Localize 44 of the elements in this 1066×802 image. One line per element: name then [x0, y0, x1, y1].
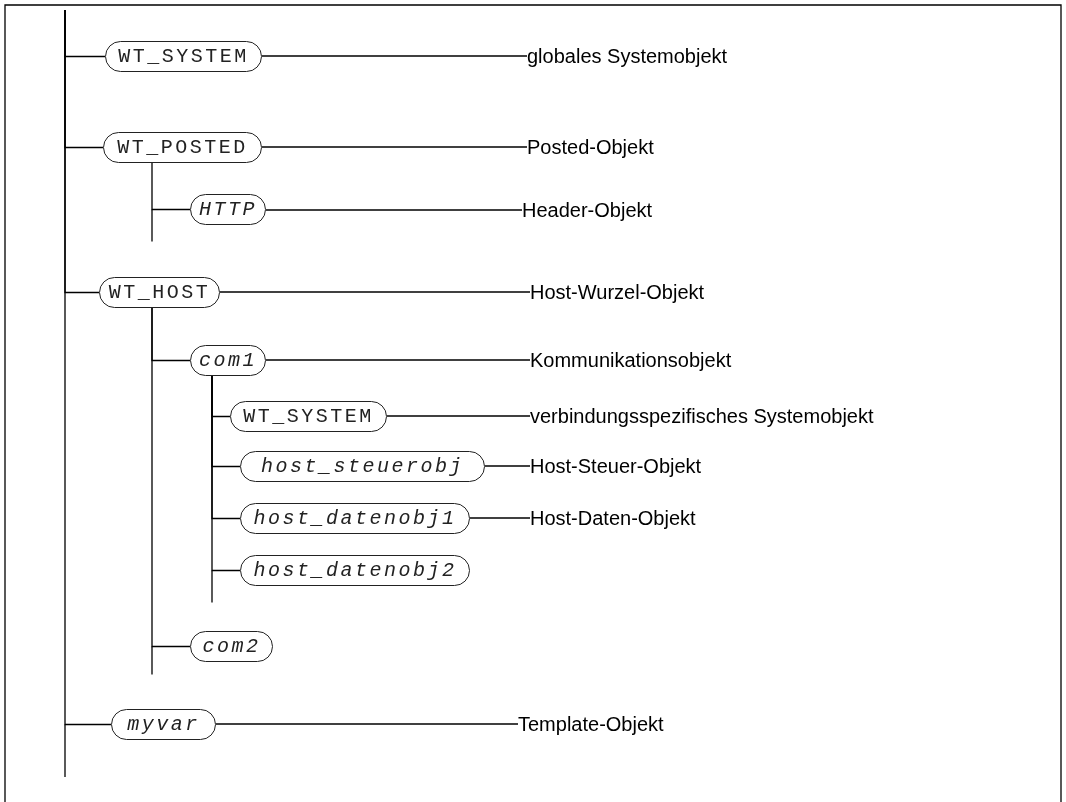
object-pill	[230, 401, 387, 432]
object-name: HTTP	[199, 198, 257, 221]
object-pill	[103, 132, 262, 163]
tree-line	[151, 162, 191, 211]
tree-line	[211, 375, 241, 572]
object-name: WT_SYSTEM	[243, 405, 374, 428]
leader-line	[215, 723, 519, 725]
object-pill	[190, 194, 266, 225]
object-pill	[240, 451, 485, 482]
object-name: WT_POSTED	[117, 136, 248, 159]
leader-line	[219, 291, 531, 293]
object-pill	[240, 555, 470, 586]
leader-line	[484, 465, 531, 467]
description-text: Posted-Objekt	[527, 135, 654, 159]
object-name: WT_SYSTEM	[118, 45, 249, 68]
object-name: host_datenobj2	[253, 559, 457, 582]
object-name: host_datenobj1	[253, 507, 457, 530]
description-text: Header-Objekt	[522, 198, 653, 222]
description-text: Template-Objekt	[518, 712, 664, 736]
description-text: Host-Wurzel-Objekt	[530, 280, 705, 304]
leader-line	[261, 146, 528, 148]
description-text: Host-Daten-Objekt	[530, 506, 696, 530]
object-name: com2	[202, 635, 261, 658]
object-pill	[99, 277, 220, 308]
object-pill	[190, 631, 273, 662]
tree-line	[151, 307, 191, 648]
description-text: globales Systemobjekt	[527, 44, 728, 68]
description-text: verbindungsspezifisches Systemobjekt	[530, 404, 874, 428]
object-name: myvar	[127, 713, 200, 736]
leader-line	[265, 209, 523, 211]
object-name: WT_HOST	[108, 281, 211, 304]
description-text: Kommunikationsobjekt	[530, 348, 732, 372]
object-pill	[190, 345, 266, 376]
tree-line	[64, 9, 112, 726]
leader-line	[265, 359, 531, 361]
object-pill	[111, 709, 216, 740]
object-name: host_steuerobj	[261, 455, 464, 478]
leader-line	[469, 517, 531, 519]
leader-line	[386, 415, 531, 417]
object-pill	[105, 41, 262, 72]
object-pill	[240, 503, 470, 534]
description-text: Host-Steuer-Objekt	[530, 454, 702, 478]
object-name: com1	[199, 349, 257, 372]
leader-line	[261, 55, 528, 57]
